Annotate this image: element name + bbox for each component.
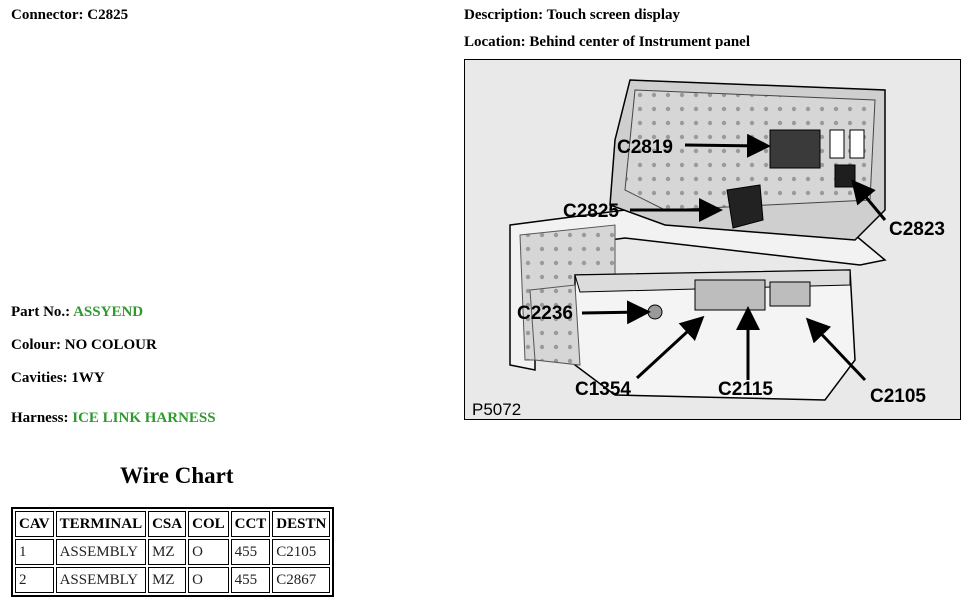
callout-c2819: C2819 <box>617 137 673 158</box>
part-number-link[interactable]: ASSYEND <box>73 304 144 320</box>
harness-label: Harness: <box>11 410 69 426</box>
connector-label: Connector: <box>11 7 84 23</box>
cell-terminal: ASSEMBLY <box>55 567 147 593</box>
header-cav: CAV <box>15 511 54 537</box>
callout-c2115: C2115 <box>718 379 773 400</box>
location-field: Location: Behind center of Instrument pa… <box>464 33 750 51</box>
cell-csa: MZ <box>148 567 187 593</box>
location-label: Location: <box>464 34 526 50</box>
colour-label: Colour: <box>11 337 61 353</box>
callout-c2105: C2105 <box>870 386 926 407</box>
harness-link[interactable]: ICE LINK HARNESS <box>72 410 216 426</box>
header-terminal: TERMINAL <box>55 511 147 537</box>
part-number-label: Part No.: <box>11 304 71 320</box>
cavities-label: Cavities: <box>11 370 68 386</box>
display-unit-drawing <box>609 79 886 241</box>
cell-col: O <box>188 567 229 593</box>
connector-value: C2825 <box>87 7 129 23</box>
callout-arrows <box>581 133 887 382</box>
header-csa: CSA <box>148 511 187 537</box>
cell-col: O <box>188 539 229 565</box>
colour-field: Colour: NO COLOUR <box>11 336 157 354</box>
colour-value: NO COLOUR <box>64 337 157 353</box>
description-value: Touch screen display <box>546 7 681 23</box>
callout-c1354: C1354 <box>575 379 631 400</box>
location-value: Behind center of Instrument panel <box>529 34 750 50</box>
figure-illustration: C2819 C2825 C2823 C2236 C1354 C2115 C210… <box>472 79 945 419</box>
table-row: 1 ASSEMBLY MZ O 455 C2105 <box>15 539 331 565</box>
cavities-field: Cavities: 1WY <box>11 369 105 387</box>
harness-field: Harness: ICE LINK HARNESS <box>11 409 216 427</box>
description-label: Description: <box>464 7 544 23</box>
connector-location-figure: C2819 C2825 C2823 C2236 C1354 C2115 C210… <box>464 59 961 420</box>
callout-c2236: C2236 <box>517 303 573 324</box>
header-col: COL <box>188 511 229 537</box>
cell-cct: 455 <box>230 539 271 565</box>
callout-c2825: C2825 <box>563 201 619 222</box>
cell-cav: 2 <box>15 567 54 593</box>
cavities-value: 1WY <box>71 370 105 386</box>
header-destn: DESTN <box>272 511 331 537</box>
connector-field: Connector: C2825 <box>11 6 128 24</box>
cell-terminal: ASSEMBLY <box>55 539 147 565</box>
table-row: 2 ASSEMBLY MZ O 455 C2867 <box>15 567 331 593</box>
table-header-row: CAV TERMINAL CSA COL CCT DESTN <box>15 511 331 537</box>
wire-chart-table: CAV TERMINAL CSA COL CCT DESTN 1 ASSEMBL… <box>11 507 335 597</box>
cell-cav: 1 <box>15 539 54 565</box>
description-field: Description: Touch screen display <box>464 6 680 24</box>
figure-id: P5072 <box>472 400 521 419</box>
wire-chart-title: Wire Chart <box>120 463 234 488</box>
part-number-field: Part No.: ASSYEND <box>11 303 143 321</box>
cell-csa: MZ <box>148 539 187 565</box>
cell-destn: C2105 <box>272 539 331 565</box>
cell-destn: C2867 <box>272 567 331 593</box>
cell-cct: 455 <box>230 567 271 593</box>
callout-c2823: C2823 <box>889 219 945 240</box>
header-cct: CCT <box>230 511 271 537</box>
